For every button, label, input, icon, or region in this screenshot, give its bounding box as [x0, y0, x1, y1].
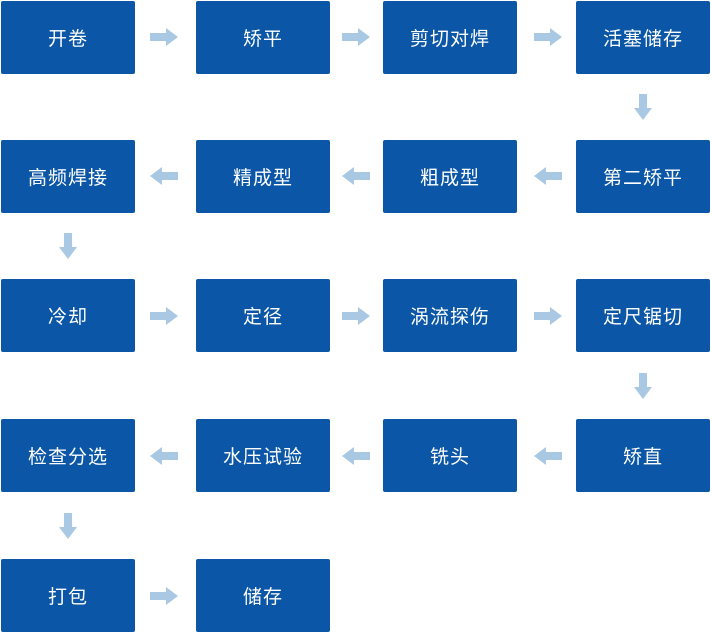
step-eddy-current-testing: 涡流探伤	[383, 279, 517, 352]
step-label: 粗成型	[419, 167, 480, 189]
step-high-frequency-welding: 高频焊接	[1, 140, 135, 213]
step-rough-forming: 粗成型	[383, 140, 517, 213]
step-packing: 打包	[1, 559, 135, 632]
arrow-right-icon	[150, 28, 178, 46]
step-label: 定径	[242, 306, 283, 328]
arrow-left-icon	[150, 167, 178, 185]
arrow-right-icon	[342, 307, 370, 325]
step-straightening: 矫直	[576, 419, 710, 492]
arrow-left-icon	[342, 447, 370, 465]
arrow-left-icon	[342, 167, 370, 185]
step-end-facing: 铣头	[383, 419, 517, 492]
step-hydrostatic-test: 水压试验	[196, 419, 330, 492]
arrow-down-icon	[634, 373, 652, 399]
arrow-right-icon	[150, 307, 178, 325]
step-leveling: 矫平	[196, 1, 330, 74]
step-label: 检查分选	[27, 446, 108, 468]
arrow-left-icon	[534, 447, 562, 465]
step-shear-butt-welding: 剪切对焊	[383, 1, 517, 74]
step-inspection-sorting: 检查分选	[1, 419, 135, 492]
step-label: 冷却	[47, 306, 88, 328]
arrow-right-icon	[534, 28, 562, 46]
step-label: 矫直	[622, 446, 663, 468]
arrow-down-icon	[59, 513, 77, 539]
step-second-leveling: 第二矫平	[576, 140, 710, 213]
arrow-left-icon	[150, 447, 178, 465]
step-finish-forming: 精成型	[196, 140, 330, 213]
step-storage: 储存	[196, 559, 330, 632]
arrow-right-icon	[342, 28, 370, 46]
step-label: 定尺锯切	[602, 306, 683, 328]
step-cooling: 冷却	[1, 279, 135, 352]
step-cut-to-length: 定尺锯切	[576, 279, 710, 352]
step-label: 涡流探伤	[409, 306, 490, 328]
step-sizing: 定径	[196, 279, 330, 352]
step-label: 矫平	[242, 28, 283, 50]
step-label: 开卷	[47, 28, 88, 50]
step-label: 水压试验	[222, 446, 303, 468]
step-label: 活塞储存	[602, 28, 683, 50]
arrow-right-icon	[150, 587, 178, 605]
step-label: 储存	[242, 586, 283, 608]
step-uncoiling: 开卷	[1, 1, 135, 74]
arrow-down-icon	[59, 233, 77, 259]
arrow-left-icon	[534, 167, 562, 185]
step-piston-storage: 活塞储存	[576, 1, 710, 74]
step-label: 第二矫平	[602, 167, 683, 189]
arrow-down-icon	[634, 94, 652, 120]
step-label: 铣头	[429, 446, 470, 468]
step-label: 高频焊接	[27, 167, 108, 189]
step-label: 剪切对焊	[409, 28, 490, 50]
step-label: 打包	[47, 586, 88, 608]
arrow-right-icon	[534, 307, 562, 325]
step-label: 精成型	[232, 167, 293, 189]
